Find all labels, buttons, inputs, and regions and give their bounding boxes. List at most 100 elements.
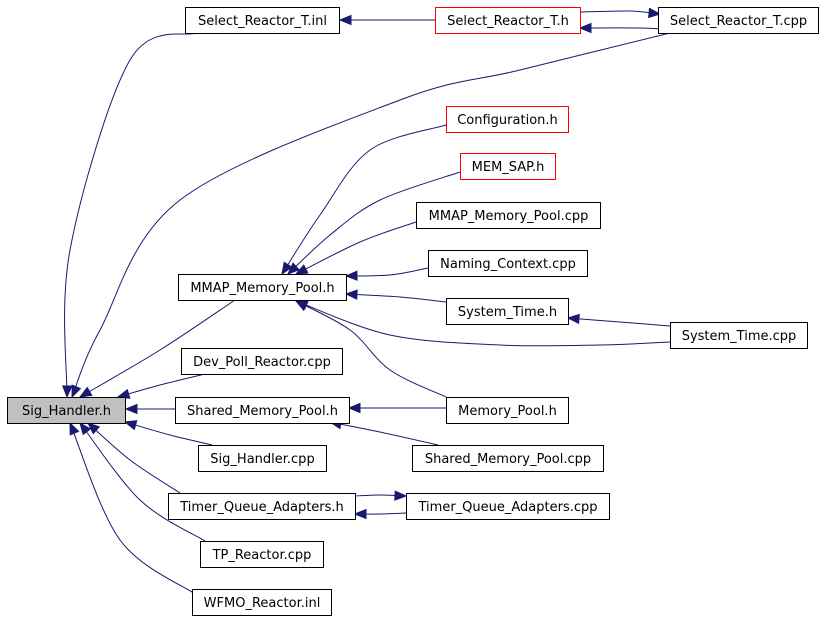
node-shared-memory-pool-cpp[interactable]: Shared_Memory_Pool.cpp [412, 445, 604, 472]
node-label: Naming_Context.cpp [440, 257, 576, 272]
node-wfmo-reactor-inl[interactable]: WFMO_Reactor.inl [192, 589, 332, 616]
node-sig-handler-cpp[interactable]: Sig_Handler.cpp [198, 445, 327, 472]
node-box [460, 153, 556, 180]
edge-line [69, 422, 196, 595]
node-label: Select_Reactor_T.inl [198, 14, 327, 29]
edge-arrowhead [61, 385, 73, 399]
edge-wfmo_reactor_inl-to-sig_handler_h [69, 421, 196, 595]
edge-sig_handler_cpp-to-sig_handler_h [123, 420, 213, 446]
node-box [670, 322, 808, 349]
edge-line [567, 317, 671, 327]
node-mmap-memory-pool-h[interactable]: MMAP_Memory_Pool.h [178, 274, 347, 301]
edge-mem_sap_h-to-mmap_memory_pool_h [287, 171, 461, 275]
node-box [198, 445, 327, 472]
edge-line [579, 27, 661, 30]
edge-line [87, 422, 181, 494]
edge-line [345, 293, 447, 303]
node-label: MEM_SAP.h [472, 160, 545, 175]
edge-arrowhead [566, 313, 580, 325]
node-configuration-h[interactable]: Configuration.h [446, 106, 569, 133]
node-box [178, 274, 347, 301]
node-box [435, 7, 581, 34]
edge-arrowhead [294, 300, 309, 312]
node-label: Sig_Handler.h [22, 404, 111, 419]
edge-arrowhead [344, 289, 358, 300]
nodes-layer: Sig_Handler.h Select_Reactor_T.inl Select_… [7, 7, 819, 616]
edge-arrowhead [287, 262, 300, 275]
node-box [406, 493, 610, 520]
node-select-reactor-t-h[interactable]: Select_Reactor_T.h [435, 7, 581, 34]
node-system-time-h[interactable]: System_Time.h [446, 298, 569, 325]
edge-line [117, 373, 206, 398]
node-dev-poll-reactor-cpp[interactable]: Dev_Poll_Reactor.cpp [181, 348, 343, 375]
edge-arrowhead [281, 261, 293, 276]
edge-naming_context_cpp-to-mmap_memory_pool_h [344, 267, 429, 281]
edge-timer_queue_adapters_h-to-timer_queue_adapters_cpp [354, 490, 408, 501]
node-box [7, 397, 126, 424]
edge-line [79, 422, 206, 542]
node-box [168, 493, 356, 520]
node-shared-memory-pool-h[interactable]: Shared_Memory_Pool.h [175, 397, 350, 424]
node-box [428, 250, 588, 277]
node-label: System_Time.h [458, 305, 557, 320]
edge-select_reactor_t_h-to-select_reactor_t_inl [338, 14, 435, 26]
node-label: TP_Reactor.cpp [212, 548, 312, 563]
node-box [416, 202, 601, 229]
node-box [181, 348, 343, 375]
node-system-time-cpp[interactable]: System_Time.cpp [670, 322, 808, 349]
edge-line [329, 421, 439, 446]
node-box [446, 397, 569, 424]
edge-arrowhead [347, 402, 361, 414]
edge-arrowhead [353, 508, 367, 520]
edge-line [124, 421, 213, 446]
node-label: Select_Reactor_T.h [447, 14, 569, 29]
edge-memory_pool_h-to-shared_memory_pool_h [347, 402, 446, 414]
edge-system_time_h-to-mmap_memory_pool_h [344, 289, 447, 303]
node-tp-reactor-cpp[interactable]: TP_Reactor.cpp [200, 541, 324, 568]
node-box [200, 541, 324, 568]
node-box [192, 589, 332, 616]
edge-arrowhead [648, 7, 662, 19]
edge-line [287, 171, 461, 275]
node-memory-pool-h[interactable]: Memory_Pool.h [446, 397, 569, 424]
edge-timer_queue_adapters_cpp-to-timer_queue_adapters_h [353, 508, 407, 520]
node-box [185, 7, 340, 34]
node-label: Shared_Memory_Pool.h [187, 404, 338, 419]
node-sig-handler-h[interactable]: Sig_Handler.h [7, 397, 126, 424]
node-select-reactor-t-cpp[interactable]: Select_Reactor_T.cpp [658, 7, 819, 34]
edge-arrowhead [79, 421, 92, 436]
edge-configuration_h-to-mmap_memory_pool_h [281, 124, 447, 276]
node-box [658, 7, 819, 34]
edge-system_time_cpp-to-system_time_h [566, 313, 671, 327]
node-timer-queue-adapters-h[interactable]: Timer_Queue_Adapters.h [168, 493, 356, 520]
node-naming-context-cpp[interactable]: Naming_Context.cpp [428, 250, 588, 277]
edge-arrowhead [344, 270, 358, 281]
edge-select_reactor_t_cpp-to-select_reactor_t_h [578, 22, 661, 34]
edge-arrowhead [124, 403, 138, 415]
node-label: Shared_Memory_Pool.cpp [425, 452, 591, 467]
edge-memory_pool_h-to-mmap_memory_pool_h [294, 300, 447, 398]
edge-arrowhead [71, 384, 82, 399]
node-mem-sap-h[interactable]: MEM_SAP.h [460, 153, 556, 180]
edge-arrowhead [69, 421, 80, 436]
edge-shared_memory_pool_h-to-sig_handler_h [124, 403, 175, 415]
edge-select_reactor_t_inl-to-sig_handler_h [61, 32, 197, 399]
edge-arrowhead [123, 420, 138, 431]
node-select-reactor-t-inl[interactable]: Select_Reactor_T.inl [185, 7, 340, 34]
node-mmap-memory-pool-cpp[interactable]: MMAP_Memory_Pool.cpp [416, 202, 601, 229]
edge-line [71, 32, 671, 398]
edge-line [345, 267, 429, 277]
edge-timer_queue_adapters_h-to-sig_handler_h [87, 422, 181, 494]
node-label: System_Time.cpp [682, 329, 797, 344]
node-label: Sig_Handler.cpp [210, 452, 314, 467]
edge-arrowhead [294, 264, 309, 275]
edge-line [295, 221, 417, 275]
node-box [446, 106, 569, 133]
edge-dev_poll_reactor_cpp-to-sig_handler_h [116, 373, 206, 399]
edge-arrowhead [338, 14, 352, 26]
node-box [175, 397, 350, 424]
edge-arrowhead [578, 22, 592, 34]
edge-select_reactor_t_cpp-to-sig_handler_h [71, 32, 671, 399]
node-timer-queue-adapters-cpp[interactable]: Timer_Queue_Adapters.cpp [406, 493, 610, 520]
